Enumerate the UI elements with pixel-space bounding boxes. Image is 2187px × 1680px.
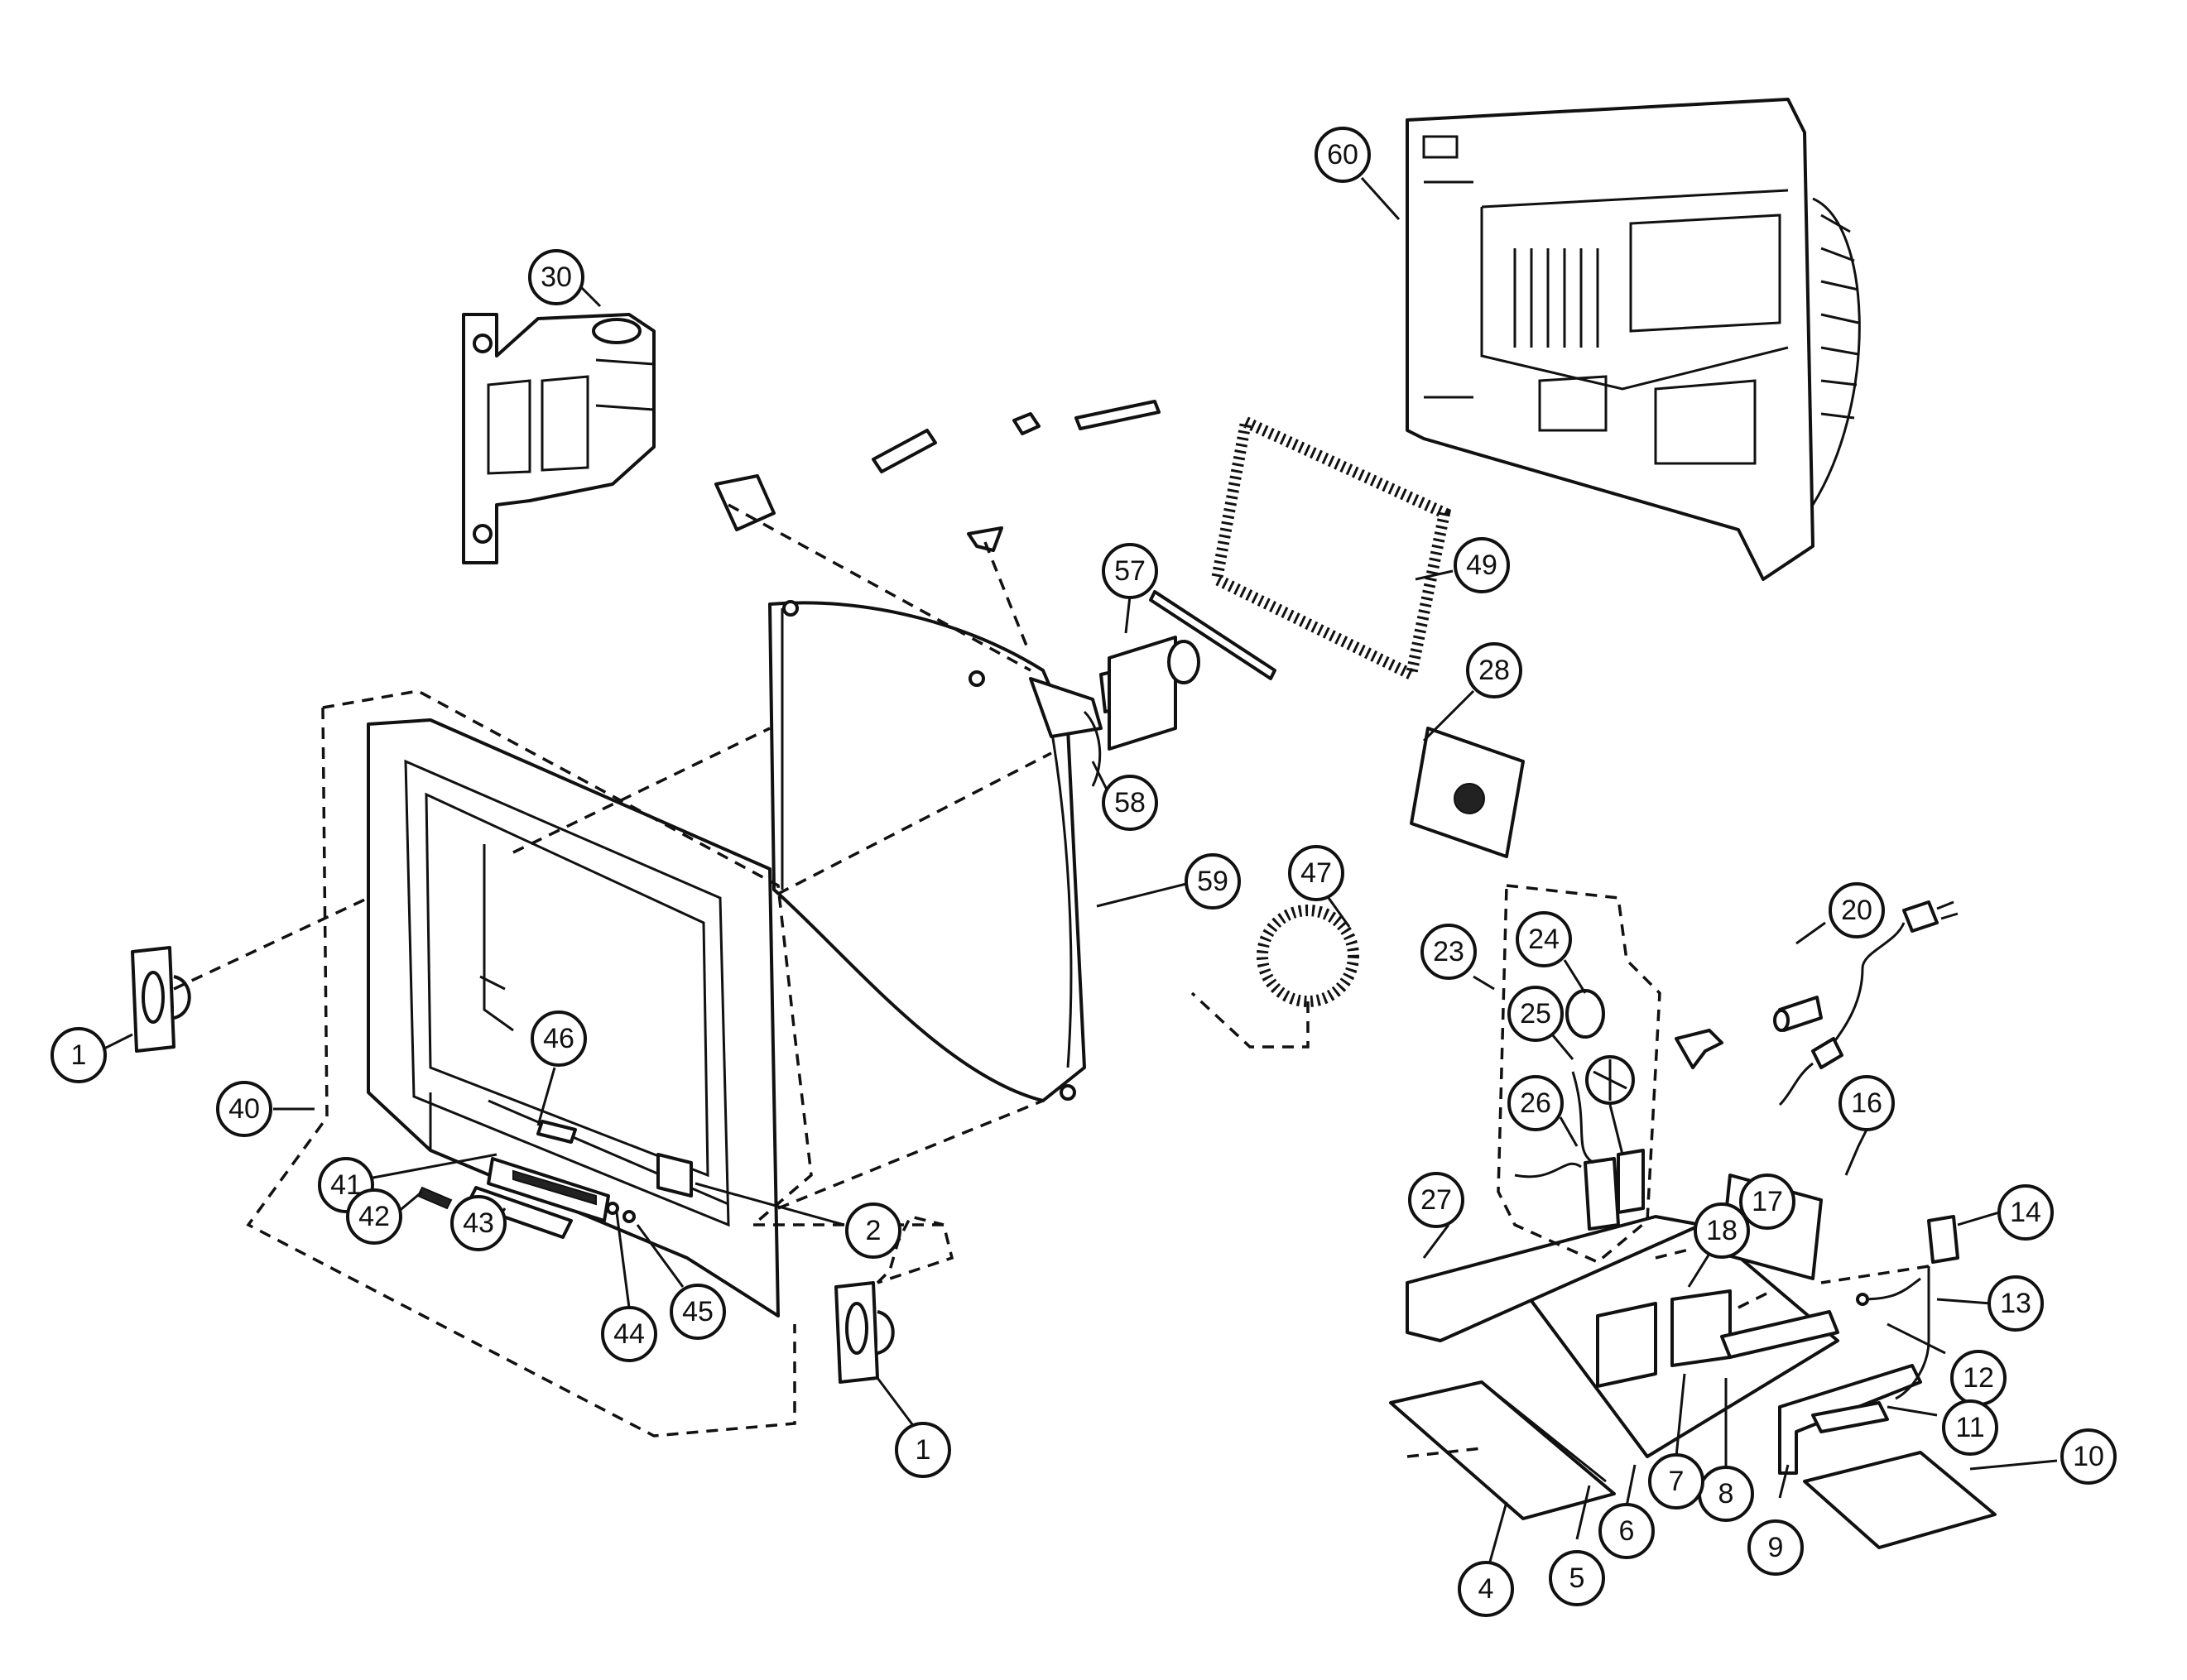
callout-12: 12 xyxy=(1950,1350,2007,1406)
callout-23: 23 xyxy=(1420,924,1477,980)
svg-text:18: 18 xyxy=(1706,1215,1738,1246)
svg-text:42: 42 xyxy=(358,1201,390,1232)
ring-gasket-part xyxy=(1190,905,1359,1049)
svg-text:17: 17 xyxy=(1752,1186,1783,1217)
svg-text:28: 28 xyxy=(1478,655,1510,686)
svg-text:16: 16 xyxy=(1851,1087,1882,1119)
svg-text:5: 5 xyxy=(1569,1562,1585,1594)
callout-30: 30 xyxy=(528,249,584,305)
callout-26: 26 xyxy=(1507,1075,1564,1131)
svg-text:6: 6 xyxy=(1619,1515,1635,1547)
degaussing-coil-part xyxy=(1210,413,1451,684)
svg-text:9: 9 xyxy=(1768,1532,1784,1563)
callout-8: 8 xyxy=(1698,1466,1754,1522)
callout-2: 2 xyxy=(845,1202,901,1259)
callout-27: 27 xyxy=(1408,1172,1464,1228)
svg-text:30: 30 xyxy=(541,262,572,293)
callout-47: 47 xyxy=(1288,845,1344,901)
svg-text:4: 4 xyxy=(1478,1573,1494,1605)
callout-44: 44 xyxy=(601,1306,657,1362)
svg-text:7: 7 xyxy=(1669,1466,1685,1497)
assembly-outlines xyxy=(173,503,1930,1458)
callout-43: 43 xyxy=(450,1195,507,1251)
svg-text:1: 1 xyxy=(916,1434,931,1466)
callout-57: 57 xyxy=(1102,543,1158,599)
svg-text:40: 40 xyxy=(228,1093,260,1125)
callout-7: 7 xyxy=(1648,1453,1704,1510)
svg-text:49: 49 xyxy=(1466,550,1497,581)
speaker-bracket-left-part xyxy=(131,946,191,1053)
svg-text:25: 25 xyxy=(1520,998,1551,1030)
callout-1-left: 1 xyxy=(50,1027,107,1083)
callout-58: 58 xyxy=(1102,775,1158,831)
callout-11: 11 xyxy=(1942,1399,1998,1456)
callout-59: 59 xyxy=(1185,853,1241,910)
callout-49: 49 xyxy=(1454,537,1510,593)
rear-cabinet-part xyxy=(1360,98,1861,581)
svg-text:2: 2 xyxy=(866,1215,882,1246)
svg-text:1: 1 xyxy=(71,1039,87,1071)
callout-20: 20 xyxy=(1829,882,1885,938)
callout-25: 25 xyxy=(1507,986,1564,1042)
callout-9: 9 xyxy=(1747,1519,1804,1576)
svg-text:46: 46 xyxy=(543,1023,574,1054)
svg-text:10: 10 xyxy=(2073,1441,2104,1472)
callout-40: 40 xyxy=(216,1081,272,1137)
svg-text:58: 58 xyxy=(1114,787,1146,818)
main-chassis-board-part xyxy=(1389,1174,1997,1549)
callout-60: 60 xyxy=(1315,127,1371,183)
svg-text:8: 8 xyxy=(1718,1478,1734,1510)
misc-small-parts xyxy=(714,400,1276,680)
callout-17: 17 xyxy=(1739,1174,1795,1230)
callout-45: 45 xyxy=(670,1284,726,1340)
callout-42: 42 xyxy=(346,1188,402,1245)
svg-text:20: 20 xyxy=(1841,895,1872,926)
callout-16: 16 xyxy=(1839,1075,1895,1131)
svg-text:12: 12 xyxy=(1963,1362,1994,1394)
callout-6: 6 xyxy=(1598,1503,1655,1559)
svg-text:43: 43 xyxy=(463,1207,494,1239)
callout-4: 4 xyxy=(1458,1561,1514,1617)
callout-46: 46 xyxy=(531,1010,587,1067)
callout-14: 14 xyxy=(1997,1184,2054,1241)
callout-5: 5 xyxy=(1549,1550,1605,1606)
svg-text:27: 27 xyxy=(1420,1184,1452,1216)
svg-text:23: 23 xyxy=(1433,936,1464,967)
callout-13: 13 xyxy=(1988,1275,2044,1332)
svg-text:13: 13 xyxy=(2000,1288,2031,1319)
picture-tube-part xyxy=(768,600,1200,1102)
callout-28: 28 xyxy=(1466,642,1522,698)
svg-text:14: 14 xyxy=(2010,1197,2041,1228)
speaker-bracket-right-part xyxy=(834,1281,895,1384)
power-cord-part xyxy=(1778,900,1959,1106)
svg-text:11: 11 xyxy=(1955,1412,1984,1443)
callout-18: 18 xyxy=(1694,1202,1750,1259)
svg-text:47: 47 xyxy=(1300,857,1332,889)
callout-1-right: 1 xyxy=(895,1422,951,1478)
shield-plate-part xyxy=(1410,727,1525,858)
svg-text:45: 45 xyxy=(682,1296,714,1327)
flyback-assembly-part xyxy=(1514,989,1823,1231)
svg-text:60: 60 xyxy=(1327,139,1358,170)
svg-text:57: 57 xyxy=(1114,555,1146,587)
callout-24: 24 xyxy=(1516,911,1572,967)
svg-text:26: 26 xyxy=(1520,1087,1551,1119)
svg-text:44: 44 xyxy=(613,1318,645,1350)
callout-10: 10 xyxy=(2060,1428,2117,1485)
svg-text:59: 59 xyxy=(1197,866,1228,897)
yoke-bracket-part xyxy=(462,284,656,564)
svg-text:24: 24 xyxy=(1528,924,1560,955)
